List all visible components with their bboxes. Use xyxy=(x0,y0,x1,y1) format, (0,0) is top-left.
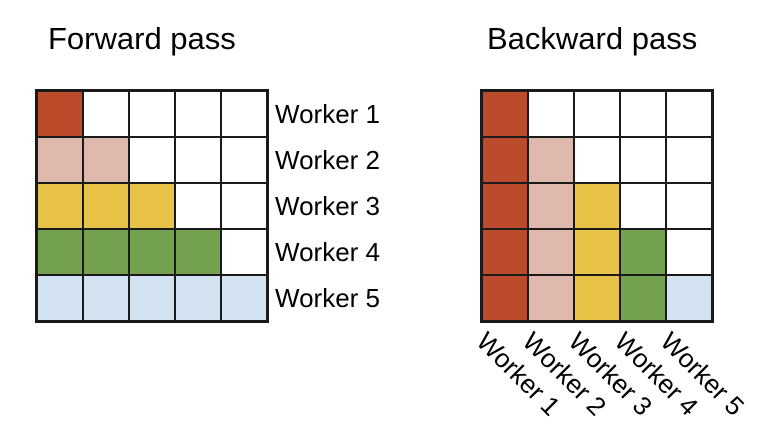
grid-cell xyxy=(528,183,574,229)
grid-cell xyxy=(574,91,620,137)
worker-row-label: Worker 4 xyxy=(275,236,380,267)
grid-cell xyxy=(666,91,712,137)
grid-cell xyxy=(221,229,267,275)
grid-cell xyxy=(175,229,221,275)
grid-cell xyxy=(129,229,175,275)
grid-cell xyxy=(175,275,221,321)
grid-cell xyxy=(574,229,620,275)
grid-cell xyxy=(221,275,267,321)
grid-cell xyxy=(574,137,620,183)
grid-cell xyxy=(129,183,175,229)
grid-cell xyxy=(129,137,175,183)
grid-cell xyxy=(620,275,666,321)
forward-grid xyxy=(35,89,269,323)
grid-cell xyxy=(574,275,620,321)
grid-cell xyxy=(37,91,83,137)
worker-row-label: Worker 2 xyxy=(275,144,380,175)
grid-cell xyxy=(129,275,175,321)
backward-pass-title: Backward pass xyxy=(487,21,698,56)
grid-cell xyxy=(83,183,129,229)
grid-cell xyxy=(482,137,528,183)
forward-row-labels: Worker 1 Worker 2 Worker 3 Worker 4 Worker 5 xyxy=(275,91,380,321)
grid-cell xyxy=(620,137,666,183)
worker-row-label: Worker 3 xyxy=(275,190,380,221)
grid-cell xyxy=(83,91,129,137)
worker-row-label: Worker 5 xyxy=(275,282,380,313)
grid-cell xyxy=(83,137,129,183)
grid-cell xyxy=(37,137,83,183)
grid-cell xyxy=(528,229,574,275)
grid-cell xyxy=(574,183,620,229)
grid-cell xyxy=(528,275,574,321)
grid-cell xyxy=(83,275,129,321)
grid-cell xyxy=(129,91,175,137)
forward-pass-title: Forward pass xyxy=(48,21,236,56)
grid-cell xyxy=(482,275,528,321)
grid-cell xyxy=(666,275,712,321)
grid-cell xyxy=(666,183,712,229)
grid-cell xyxy=(666,137,712,183)
grid-cell xyxy=(221,91,267,137)
grid-cell xyxy=(620,183,666,229)
grid-cell xyxy=(620,229,666,275)
grid-cell xyxy=(37,275,83,321)
grid-cell xyxy=(221,137,267,183)
grid-cell xyxy=(83,229,129,275)
grid-cell xyxy=(175,137,221,183)
grid-cell xyxy=(37,183,83,229)
grid-cell xyxy=(221,183,267,229)
worker-row-label: Worker 1 xyxy=(275,98,380,129)
grid-cell xyxy=(37,229,83,275)
grid-cell xyxy=(666,229,712,275)
grid-cell xyxy=(482,183,528,229)
grid-cell xyxy=(482,91,528,137)
grid-cell xyxy=(620,91,666,137)
grid-cell xyxy=(528,137,574,183)
backward-grid xyxy=(480,89,714,323)
grid-cell xyxy=(528,91,574,137)
grid-cell xyxy=(482,229,528,275)
grid-cell xyxy=(175,91,221,137)
grid-cell xyxy=(175,183,221,229)
